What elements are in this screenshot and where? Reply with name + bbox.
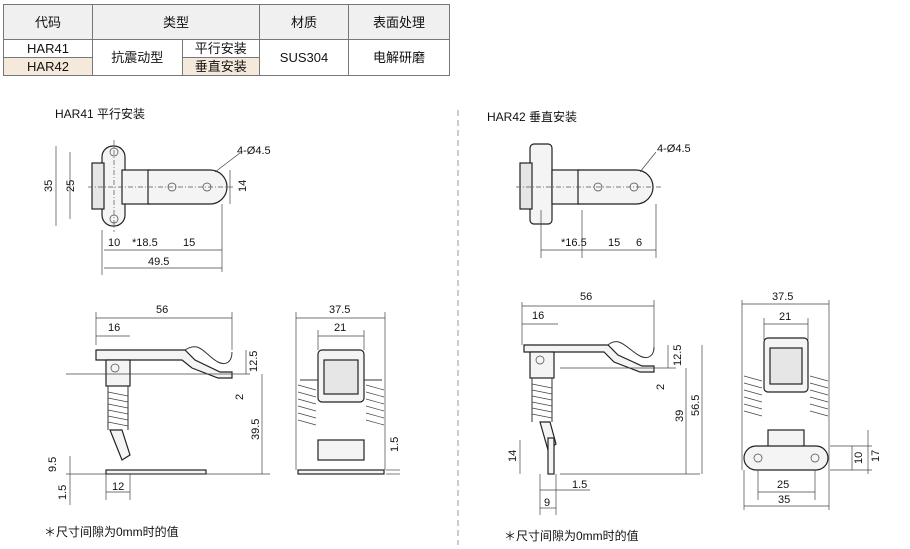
table-row: HAR42 垂直安装 — [3, 57, 450, 76]
right-hole-note: 4-Ø4.5 — [657, 143, 691, 155]
right-front-dim-37-5: 37.5 — [772, 291, 793, 303]
left-title: HAR41 平行安装 — [55, 106, 145, 121]
dim-49-5: 49.5 — [148, 256, 169, 268]
dim-18-5: *18.5 — [132, 237, 158, 249]
front-dim-37-5: 37.5 — [329, 304, 350, 316]
material-cell: SUS304 — [259, 39, 349, 76]
spec-table: 代码 类型 材质 表面处理 HAR41 抗震动型 平行安装 SUS304 电解研… — [3, 4, 450, 76]
right-dim-1-5: 1.5 — [572, 479, 587, 491]
dim-25: 25 — [65, 180, 77, 192]
table-header-row: 代码 类型 材质 表面处理 — [3, 4, 450, 40]
right-top-view — [516, 143, 662, 258]
dim-12: 12 — [112, 481, 124, 493]
dim-9-5: 9.5 — [47, 457, 59, 472]
right-front-dim-25: 25 — [777, 479, 789, 491]
dim-10: 10 — [108, 237, 120, 249]
left-hole-note: 4-Ø4.5 — [237, 145, 271, 157]
dim-16: 16 — [108, 322, 120, 334]
right-dim-56-5: 56.5 — [690, 395, 702, 416]
right-dim-39: 39 — [674, 410, 686, 422]
right-front-view — [741, 300, 872, 510]
dim-39-5: 39.5 — [250, 419, 262, 440]
left-footnote: ＊尺寸间隙为0mm时的值 — [44, 524, 179, 539]
right-front-dim-21: 21 — [779, 311, 791, 323]
right-dim-14: 14 — [507, 450, 519, 462]
right-front-dim-10: 10 — [853, 452, 865, 464]
code-cell: HAR41 — [3, 39, 93, 58]
table-row: HAR41 抗震动型 平行安装 SUS304 电解研磨 — [3, 39, 450, 76]
dim-15: 15 — [183, 237, 195, 249]
front-dim-1-5: 1.5 — [389, 437, 401, 452]
right-dim-12-5: 12.5 — [672, 345, 684, 366]
right-dim-9: 9 — [544, 497, 550, 509]
left-front-view — [295, 312, 400, 475]
right-dim-15: 15 — [608, 237, 620, 249]
dim-2: 2 — [234, 394, 246, 400]
right-dim-16-5: *16.5 — [561, 237, 587, 249]
finish-cell: 电解研磨 — [348, 39, 450, 76]
right-front-dim-35: 35 — [778, 494, 790, 506]
mount-cell: 垂直安装 — [181, 57, 261, 76]
right-title: HAR42 垂直安装 — [487, 109, 577, 124]
right-front-dim-17: 17 — [870, 450, 882, 462]
right-footnote: ＊尺寸间隙为0mm时的值 — [504, 528, 639, 543]
left-top-view — [55, 140, 241, 275]
code-cell: HAR42 — [3, 57, 93, 76]
right-dim-6: 6 — [636, 237, 642, 249]
right-dim-2: 2 — [655, 384, 667, 390]
dim-56: 56 — [156, 304, 168, 316]
type-cell: 抗震动型 — [92, 39, 183, 76]
right-side-view — [519, 300, 703, 515]
dim-14: 14 — [237, 180, 249, 192]
dim-12-5: 12.5 — [248, 351, 260, 372]
dim-1-5: 1.5 — [57, 485, 69, 500]
front-dim-21: 21 — [334, 322, 346, 334]
header-code: 代码 — [3, 4, 93, 40]
right-dim-56: 56 — [580, 291, 592, 303]
right-dim-16: 16 — [532, 310, 544, 322]
left-side-view — [66, 312, 270, 505]
header-finish: 表面处理 — [348, 4, 450, 40]
dim-35: 35 — [43, 180, 55, 192]
